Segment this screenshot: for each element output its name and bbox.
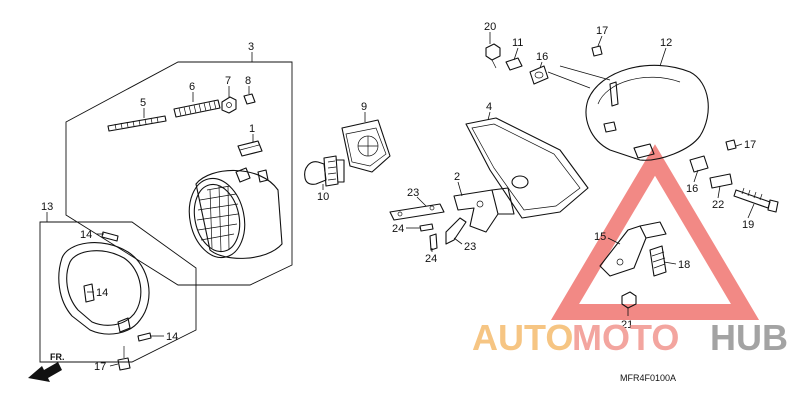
callout-numbers: 3 5 6 7 8 1 9 10 13 14 14 14 17 20 11 16… xyxy=(41,21,756,373)
callout-16-lower: 16 xyxy=(686,183,698,195)
callout-2: 2 xyxy=(454,171,460,183)
part-24-screws xyxy=(419,223,438,251)
part-12-shell xyxy=(585,64,709,161)
callout-5: 5 xyxy=(140,97,146,109)
callout-15: 15 xyxy=(594,231,606,243)
callout-14-mid: 14 xyxy=(96,287,108,299)
part-21-nut xyxy=(621,291,637,309)
part-4-cover xyxy=(465,117,589,219)
part-6-spring xyxy=(173,99,221,118)
callout-23-upper: 23 xyxy=(407,187,419,199)
part-17-bolt-top xyxy=(591,45,603,57)
callout-17-lower: 17 xyxy=(94,361,106,373)
part-7-nut xyxy=(221,96,237,114)
callout-13: 13 xyxy=(41,201,53,213)
group-frame-3 xyxy=(65,61,293,286)
front-label: FR. xyxy=(50,352,65,362)
watermark-part-moto: MOTO xyxy=(572,317,679,358)
watermark-logo: AUTO MOTO HUB xyxy=(472,317,788,358)
callout-4: 4 xyxy=(486,101,492,113)
part-9-socket xyxy=(341,119,391,173)
callout-18: 18 xyxy=(678,259,690,271)
callout-20: 20 xyxy=(484,21,496,33)
watermark-part-hub: HUB xyxy=(710,317,788,358)
watermark-part-auto: AUTO xyxy=(472,317,573,358)
callout-17-right: 17 xyxy=(744,139,756,151)
part-8-cap xyxy=(243,93,256,105)
leader-lines xyxy=(46,32,755,367)
part-17-bolt-right xyxy=(725,139,737,151)
part-22-collar xyxy=(709,173,733,189)
callout-22: 22 xyxy=(712,199,724,211)
callout-24-lower: 24 xyxy=(425,253,437,265)
callout-23-lower: 23 xyxy=(464,241,476,253)
watermark-triangle xyxy=(550,144,760,320)
callout-10: 10 xyxy=(317,191,329,203)
callout-3: 3 xyxy=(248,41,254,53)
part-23-stays xyxy=(389,203,467,245)
part-16-grommet-upper xyxy=(529,65,549,85)
callout-1: 1 xyxy=(249,123,255,135)
front-arrow: FR. xyxy=(28,352,65,382)
callout-12: 12 xyxy=(660,37,672,49)
group-frame-13 xyxy=(39,221,197,363)
part-5-screw xyxy=(107,115,167,132)
diagram-code: MFR4F0100A xyxy=(620,373,676,383)
callout-11: 11 xyxy=(512,37,523,49)
callout-7: 7 xyxy=(225,75,231,87)
callout-6: 6 xyxy=(189,81,195,93)
part-19-bolt xyxy=(733,187,779,213)
callout-21: 21 xyxy=(621,319,633,331)
part-18-bolts xyxy=(649,245,667,277)
callout-9: 9 xyxy=(361,101,367,113)
part-17-screw-lower xyxy=(117,346,131,371)
part-10-bulb xyxy=(304,155,345,187)
part-13-rim xyxy=(58,242,150,335)
part-14-clips xyxy=(101,231,152,342)
callout-24-left: 24 xyxy=(392,223,404,235)
part-16-grommet-lower xyxy=(689,155,709,173)
headlight-unit xyxy=(188,167,283,259)
callout-17-top: 17 xyxy=(596,25,608,37)
part-20-bolt xyxy=(485,43,501,69)
part-15-bracket xyxy=(599,221,667,277)
callout-16-upper: 16 xyxy=(536,51,548,63)
front-arrow-icon xyxy=(28,362,62,382)
callout-19: 19 xyxy=(742,219,754,231)
part-1-rubber xyxy=(237,140,263,157)
part-2-bracket xyxy=(453,187,515,233)
callout-14-bottom: 14 xyxy=(166,331,178,343)
callout-14-top: 14 xyxy=(80,229,92,241)
callout-8: 8 xyxy=(245,75,251,87)
